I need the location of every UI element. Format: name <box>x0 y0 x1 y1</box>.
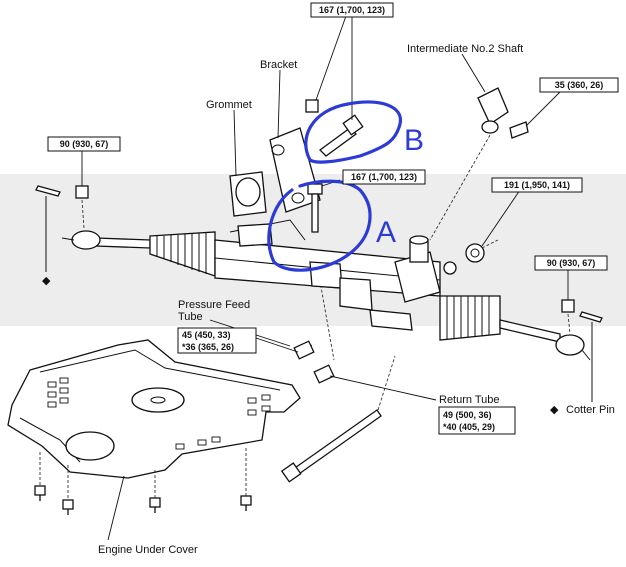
torque-box-shaft-bolt: 35 (360, 26) <box>539 77 619 93</box>
engine-under-cover <box>7 339 301 479</box>
label-cotter-pin: Cotter Pin <box>566 404 615 416</box>
through-bolt <box>280 269 396 483</box>
torque-box-return-tube: 49 (500, 36) *40 (405, 29) <box>438 406 516 435</box>
label-return-tube: Return Tube <box>439 394 500 406</box>
grommet-part <box>229 171 267 217</box>
label-pressure-feed-tube-text: Pressure Feed <box>178 299 250 311</box>
annotation-circle-b <box>304 100 402 164</box>
torque-box-pressure-feed: 45 (450, 33) *36 (365, 26) <box>177 327 257 354</box>
svg-text:*40 (405, 29): *40 (405, 29) <box>443 422 495 432</box>
svg-text:167 (1,700, 123): 167 (1,700, 123) <box>351 172 417 182</box>
svg-text:90 (930, 67): 90 (930, 67) <box>60 139 109 149</box>
svg-text:167 (1,700, 123): 167 (1,700, 123) <box>319 5 385 15</box>
label-grommet: Grommet <box>206 99 252 111</box>
svg-text:49 (500, 36): 49 (500, 36) <box>443 410 492 420</box>
svg-text:90 (930, 67): 90 (930, 67) <box>547 258 596 268</box>
svg-text:191 (1,950, 141): 191 (1,950, 141) <box>504 180 570 190</box>
label-intermediate-shaft: Intermediate No.2 Shaft <box>407 43 523 55</box>
torque-box-center-bolt: 167 (1,700, 123) <box>342 169 426 185</box>
diamond-marker-left: ◆ <box>42 275 51 287</box>
svg-text:*36 (365, 26): *36 (365, 26) <box>182 342 234 352</box>
tube-fittings <box>293 340 335 384</box>
annotation-a: A <box>376 216 396 249</box>
label-engine-under-cover: Engine Under Cover <box>98 544 198 556</box>
rack-nut <box>443 239 499 275</box>
label-bracket: Bracket <box>260 59 297 71</box>
bracket-bolts <box>305 99 364 157</box>
torque-box-right-tie-rod: 90 (930, 67) <box>534 255 608 271</box>
torque-box-left-tie-rod: 90 (930, 67) <box>47 136 121 152</box>
annotation-b: B <box>404 124 424 157</box>
center-bolt <box>307 183 323 233</box>
under-cover-bolts <box>34 448 252 515</box>
svg-text:45 (450, 33): 45 (450, 33) <box>182 330 231 340</box>
label-pressure-feed-tube: Pressure Feed Tube <box>178 299 253 323</box>
diamond-marker-right: ◆ <box>550 404 559 416</box>
torque-box-rack-nut: 191 (1,950, 141) <box>491 177 583 193</box>
svg-text:35 (360, 26): 35 (360, 26) <box>555 80 604 90</box>
label-pressure-feed-tube-line2: Tube <box>178 311 203 323</box>
intermediate-shaft-part <box>429 87 529 241</box>
tie-rod-hardware <box>35 185 603 402</box>
torque-box-bracket-bolts: 167 (1,700, 123) <box>310 2 394 18</box>
